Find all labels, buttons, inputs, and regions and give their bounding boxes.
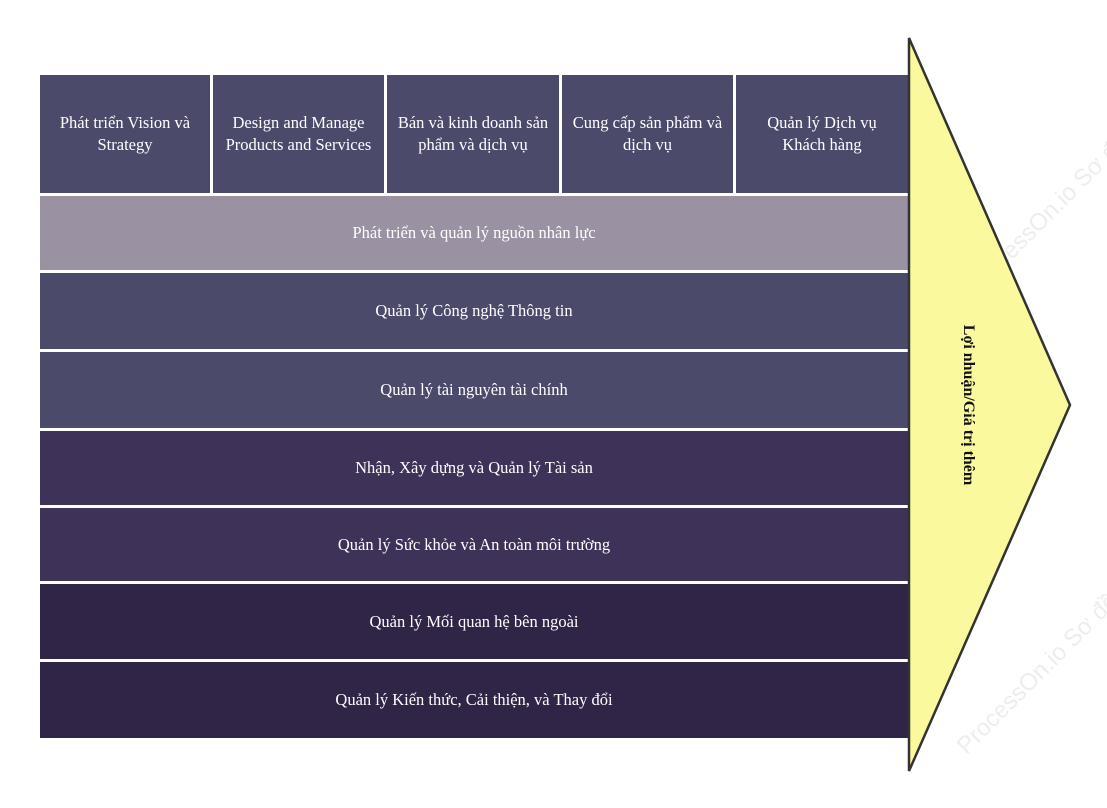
support-activity-hr: Phát triển và quản lý nguồn nhân lực bbox=[40, 196, 908, 270]
support-activity-knowledge: Quản lý Kiến thức, Cải thiện, và Thay đổ… bbox=[40, 662, 908, 738]
margin-arrow-label: Lợi nhuận/Giá trị thêm bbox=[960, 324, 977, 486]
support-activity-finance: Quản lý tài nguyên tài chính bbox=[40, 352, 908, 428]
primary-activity-label: Quản lý Dịch vụ Khách hàng bbox=[767, 113, 877, 154]
support-activity-label: Quản lý Mối quan hệ bên ngoài bbox=[369, 611, 579, 631]
support-activity-ehs: Quản lý Sức khỏe và An toàn môi trường bbox=[40, 508, 908, 581]
support-activity-external-relations: Quản lý Mối quan hệ bên ngoài bbox=[40, 584, 908, 659]
support-activity-label: Phát triển và quản lý nguồn nhân lực bbox=[352, 223, 596, 242]
primary-activity-delivery: Cung cấp sản phẩm và dịch vụ bbox=[562, 75, 733, 193]
primary-activity-label: Phát triển Vision và Strategy bbox=[59, 113, 191, 154]
primary-activity-label: Cung cấp sản phẩm và dịch vụ bbox=[572, 113, 723, 154]
primary-activity-label: Design and Manage Products and Services bbox=[225, 113, 372, 154]
support-activity-label: Quản lý Sức khỏe và An toàn môi trường bbox=[337, 534, 611, 554]
primary-activity-products-services: Design and Manage Products and Services bbox=[213, 75, 384, 193]
support-activity-it: Quản lý Công nghệ Thông tin bbox=[40, 273, 908, 349]
support-activity-assets: Nhận, Xây dựng và Quản lý Tài sản bbox=[40, 431, 908, 505]
primary-activity-vision-strategy: Phát triển Vision và Strategy bbox=[40, 75, 210, 193]
primary-activity-sales: Bán và kinh doanh sản phẩm và dịch vụ bbox=[387, 75, 559, 193]
primary-activity-customer-service: Quản lý Dịch vụ Khách hàng bbox=[736, 75, 908, 193]
support-activity-label: Quản lý tài nguyên tài chính bbox=[380, 380, 568, 399]
primary-activity-label: Bán và kinh doanh sản phẩm và dịch vụ bbox=[397, 113, 549, 154]
margin-arrow-shape bbox=[907, 37, 1072, 772]
support-activity-label: Quản lý Kiến thức, Cải thiện, và Thay đổ… bbox=[335, 690, 613, 709]
support-activity-label: Nhận, Xây dựng và Quản lý Tài sản bbox=[355, 458, 593, 477]
support-activity-label: Quản lý Công nghệ Thông tin bbox=[375, 301, 573, 320]
